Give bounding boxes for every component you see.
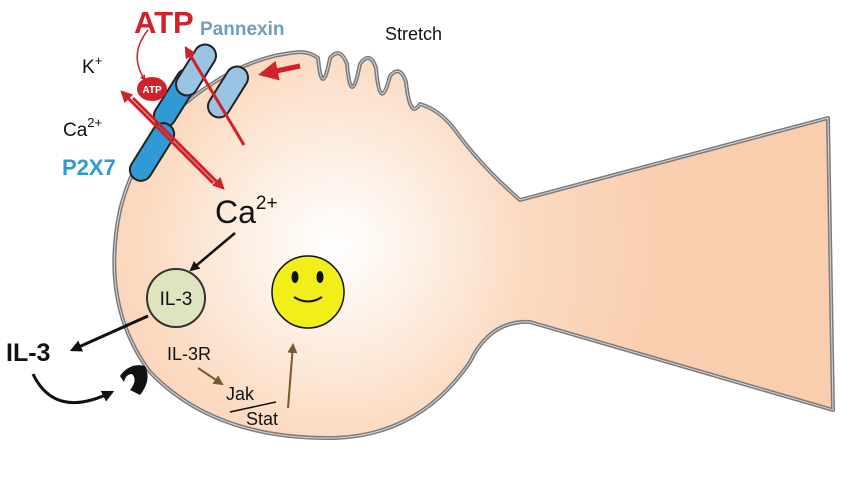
stretch-arrow [258, 60, 301, 81]
atp-molecule-icon [137, 77, 167, 101]
ion-flux-arrows [120, 29, 246, 190]
potassium-label: K+ [82, 53, 102, 78]
il3-outer-label: IL-3 [6, 339, 50, 367]
il3-vesicle [146, 268, 206, 328]
stat-to-survival-arrow [287, 343, 298, 409]
stretch-label: Stretch [385, 24, 442, 44]
atp-label: ATP [134, 5, 194, 40]
jak-stat-divider [229, 401, 277, 413]
pannexin-label: Pannexin [200, 19, 284, 40]
il3r-label: IL-3R [167, 344, 211, 364]
il3-receptor-icon [120, 365, 148, 395]
calcium-to-il3-arrow [189, 232, 236, 272]
cell-membrane-highlight [113, 51, 834, 439]
il3-secretion-arrow [69, 314, 149, 352]
stat-label: Stat [246, 409, 278, 429]
atp-molecule-label: ATP [142, 85, 162, 96]
smiley-face-icon [271, 255, 345, 329]
il3r-to-jak-arrow [197, 367, 224, 386]
calcium-label-small: Ca2+ [63, 115, 102, 141]
pannexin-channel-icon [174, 43, 250, 119]
calcium-label-large: Ca2+ [215, 193, 278, 230]
il3-inner-label: IL-3 [160, 289, 193, 310]
autocrine-arrow [31, 373, 115, 405]
jak-label: Jak [226, 384, 255, 404]
p2x7-label: P2X7 [62, 155, 116, 180]
